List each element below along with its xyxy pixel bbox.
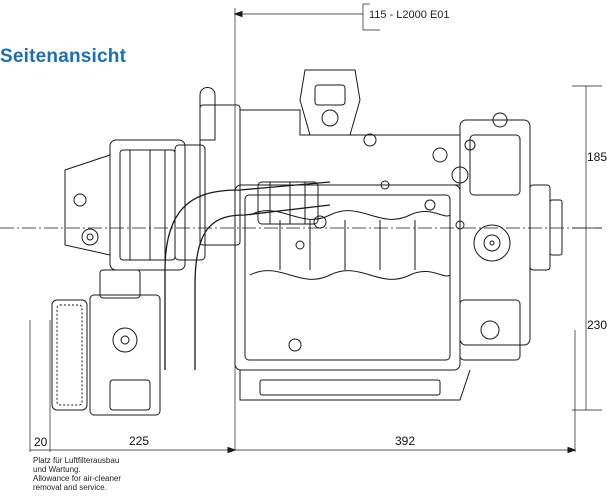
page-title: Seitenansicht — [0, 46, 127, 67]
note-line-2: und Wartung. — [33, 465, 81, 474]
dimension-230-label: 230 — [587, 318, 607, 332]
note-line-4: removal and service. — [33, 483, 107, 492]
dimension-185-label: 185 — [587, 150, 607, 164]
note-line-1: Platz für Luftfilterausbau — [33, 456, 120, 465]
dimension-225-label: 225 — [129, 434, 150, 448]
dimension-20-label: 20 — [34, 435, 48, 449]
air-cleaner-note: Platz für Luftfilterausbau und Wartung. … — [33, 456, 121, 492]
note-line-3: Allowance for air-cleaner — [33, 474, 122, 483]
dimension-392-label: 392 — [395, 434, 416, 448]
drawing-reference-label: 115 - L2000 E01 — [369, 9, 450, 21]
